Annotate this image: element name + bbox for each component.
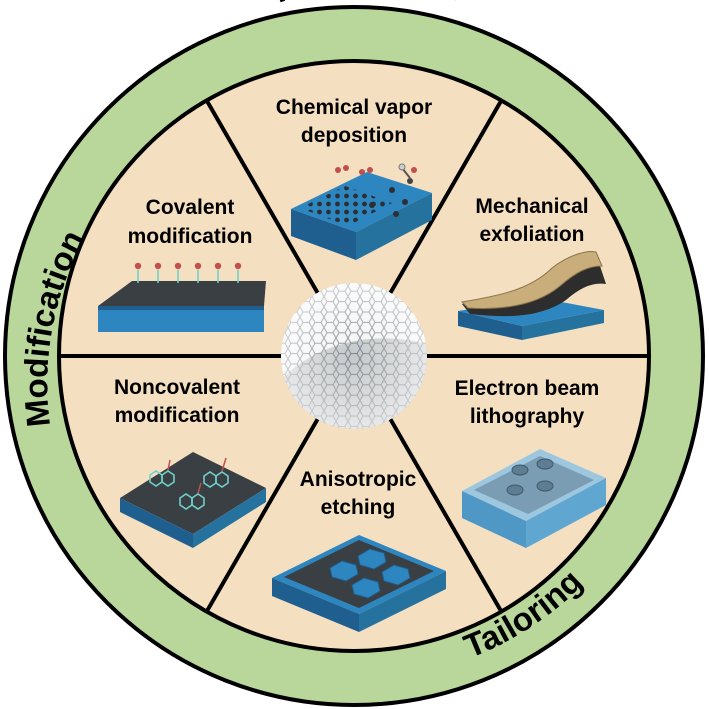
ebl-pillars-icon bbox=[506, 458, 554, 496]
anisotropic-hexagon-holes-icon bbox=[329, 548, 411, 599]
sector-mechanical: Mechanical exfoliation bbox=[458, 195, 606, 340]
noncovalent-substrate bbox=[120, 452, 266, 548]
center-graphene-sheet-icon bbox=[281, 283, 427, 429]
cvd-precursor-molecules-icon bbox=[335, 163, 417, 184]
sector-covalent: Covalent modification bbox=[98, 196, 266, 332]
mechanical-label-line2: exfoliation bbox=[479, 223, 584, 246]
ebl-label-line1: Electron beam bbox=[455, 377, 600, 400]
sector-noncovalent: Noncovalent modification bbox=[114, 376, 266, 548]
sector-cvd: Chemical vapor deposition bbox=[276, 96, 432, 260]
mechanical-label-line1: Mechanical bbox=[475, 195, 588, 218]
ebl-label-line2: lithography bbox=[470, 405, 585, 428]
ebl-substrate bbox=[462, 449, 606, 548]
covalent-grafted-molecules-icon bbox=[134, 262, 242, 283]
cvd-substrate bbox=[291, 172, 432, 260]
noncovalent-label-line1: Noncovalent bbox=[114, 376, 240, 399]
mechanical-tape-icon bbox=[460, 251, 606, 317]
cvd-label-line1: Chemical vapor bbox=[276, 96, 432, 119]
anisotropic-label-line1: Anisotropic bbox=[300, 468, 417, 491]
cvd-label-line2: deposition bbox=[301, 124, 407, 147]
noncovalent-aromatic-molecules-icon bbox=[149, 470, 229, 510]
anisotropic-label-line2: etching bbox=[321, 496, 396, 519]
covalent-label-line2: modification bbox=[128, 225, 253, 248]
sector-ebl: Electron beam lithography bbox=[455, 377, 606, 548]
anisotropic-substrate bbox=[272, 535, 446, 632]
covalent-label-line1: Covalent bbox=[146, 196, 235, 219]
noncovalent-label-line2: modification bbox=[115, 404, 240, 427]
noncovalent-side-chains-icon bbox=[167, 457, 227, 494]
sector-anisotropic: Anisotropic etching bbox=[272, 468, 446, 632]
covalent-substrate bbox=[98, 281, 266, 332]
